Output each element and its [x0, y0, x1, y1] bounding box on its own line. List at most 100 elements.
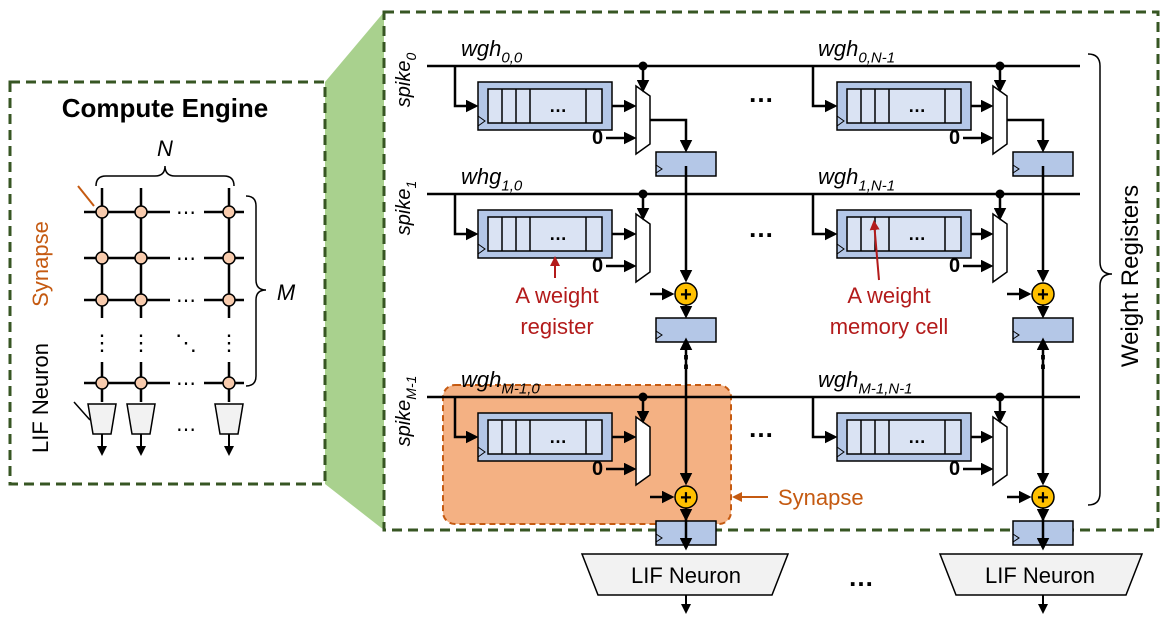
acc-clock-1-0: [655, 330, 663, 340]
row-0: spike0 wgh0,0 … 0 wgh0,N-1 … 0: [393, 36, 1080, 177]
vdots-3: ⋮: [218, 330, 240, 355]
spike-to-register-0-0: [453, 66, 479, 113]
synapse-annotation: Synapse: [732, 485, 864, 510]
mux-2-1: [992, 415, 1008, 487]
mux-2-0: [635, 415, 651, 487]
mux-zero-1-1: 0: [949, 255, 960, 277]
synapse-node-2-1: [134, 293, 148, 307]
ellipsis-row-2: …: [748, 413, 774, 443]
synapse-node-2-2: [222, 293, 236, 307]
synapse-label-right: Synapse: [778, 485, 864, 510]
n-label: N: [157, 136, 173, 161]
tap-dot-1-1: [995, 189, 1005, 199]
row-vdots: ⋮ ⋮: [672, 341, 1057, 372]
synapse-node-3-1: [134, 376, 148, 390]
mini-neuron-1: [126, 403, 156, 435]
weight-memory-cell-annotation: A weight memory cell: [830, 220, 949, 339]
mux-zero-0-0: 0: [592, 127, 603, 149]
accumulator-1-0: [655, 317, 717, 343]
spike-to-register-0-1: [811, 66, 838, 113]
accumulator-1-1: [1012, 317, 1074, 343]
memory-cells-2-1: [846, 419, 962, 455]
spike-label-1: spike1: [393, 181, 419, 236]
mux-to-acc-0-1: [1007, 118, 1050, 153]
synapse-node-2-0: [95, 293, 109, 307]
weight-label-1-0: whg1,0: [461, 164, 523, 195]
spike-label-0: spike0: [393, 53, 419, 108]
synapse-node-0-0: [95, 205, 109, 219]
synapse-nodes: [95, 205, 236, 390]
ddots: ⋱: [175, 330, 197, 355]
memory-cells-2-0: [487, 419, 603, 455]
lif-neuron-label-left: LIF Neuron: [28, 343, 53, 453]
register-clock-1-1: [836, 243, 845, 255]
hdots-2: ⋯: [176, 248, 196, 270]
synapse-node-0-2: [222, 205, 236, 219]
weight-register-annotation: A weight register: [515, 256, 599, 339]
mux-zero-2-0: 0: [592, 458, 603, 480]
synapse-label-left: Synapse: [28, 221, 53, 307]
weight-label-0-1: wgh0,N-1: [818, 36, 895, 67]
mux-to-acc-0-0: [650, 118, 693, 153]
mux-0-1: [992, 84, 1008, 156]
vdots-col-0: ⋮: [672, 341, 700, 372]
adder-plus-2-0: +: [680, 487, 692, 509]
register-clock-2-0: [477, 446, 486, 458]
weight-label-1-1: wgh1,N-1: [818, 164, 895, 195]
spike-to-register-1-1: [811, 194, 838, 241]
register-dots-1-1: …: [908, 224, 926, 244]
column-ellipsis: … … … …: [748, 78, 874, 592]
weight-registers-brace: [1087, 53, 1113, 506]
weight-memory-cell-line-1: A weight: [847, 283, 930, 308]
tap-dot-0-1: [995, 61, 1005, 71]
weight-registers-label: Weight Registers: [1117, 185, 1144, 367]
mux-zero-2-1: 0: [949, 458, 960, 480]
memory-cells-1-1: [846, 216, 962, 252]
weight-register-line-1: A weight: [515, 283, 598, 308]
tap-dot-0-0: [638, 61, 648, 71]
register-clock-1-0: [477, 243, 486, 255]
register-clock-0-1: [836, 115, 845, 127]
neuron-callout-line: [73, 401, 91, 421]
register-dots-2-1: …: [908, 427, 926, 447]
mux-1-0: [635, 212, 651, 284]
ellipsis-outputs: …: [848, 562, 874, 592]
output-neuron-1-label: LIF Neuron: [985, 563, 1095, 588]
synapse-node-0-1: [134, 205, 148, 219]
mux-1-1: [992, 212, 1008, 284]
synapse-node-1-2: [222, 251, 236, 265]
synapse-node-1-0: [95, 251, 109, 265]
hdots-1: ⋯: [176, 202, 196, 224]
mux-zero-1-0: 0: [592, 255, 603, 277]
compute-engine-frame: [8, 80, 327, 486]
row-1: spike1 whg1,0 … 0 + wgh1,N-1 … 0 +: [393, 164, 1080, 350]
acc-clock-2-1: [1012, 533, 1020, 543]
synapse-callout-line: [77, 185, 95, 207]
hdots-3: ⋯: [176, 290, 196, 312]
cell-1-1: wgh1,N-1…0+: [811, 164, 1074, 350]
cell-1-0: whg1,0 … 0 +: [453, 164, 717, 350]
adder-plus-1-0: +: [680, 284, 692, 306]
m-brace: [245, 195, 267, 387]
register-dots-0-1: …: [908, 96, 926, 116]
tap-dot-1-0: [638, 189, 648, 199]
register-dots-1-0: …: [549, 224, 567, 244]
mini-neuron-2: [214, 403, 244, 435]
m-label: M: [277, 280, 296, 305]
weight-memory-cell-line-2: memory cell: [830, 314, 949, 339]
acc-clock-1-1: [1012, 330, 1020, 340]
register-dots-0-0: …: [549, 96, 567, 116]
register-dots-2-0: …: [549, 427, 567, 447]
vdots-col-n: ⋮: [1029, 341, 1057, 372]
vdots-2: ⋮: [130, 330, 152, 355]
acc-clock-0-1: [1012, 164, 1020, 174]
hdots-5: ⋯: [176, 419, 196, 441]
register-clock-0-0: [477, 115, 486, 127]
weight-label-0-0: wgh0,0: [461, 36, 523, 67]
cell-0-0: wgh0,0 … 0: [453, 36, 717, 177]
hdots-4: ⋯: [176, 373, 196, 395]
ellipsis-row-0: …: [748, 78, 774, 108]
memory-cells-0-1: [846, 88, 962, 124]
synapse-node-3-2: [222, 376, 236, 390]
